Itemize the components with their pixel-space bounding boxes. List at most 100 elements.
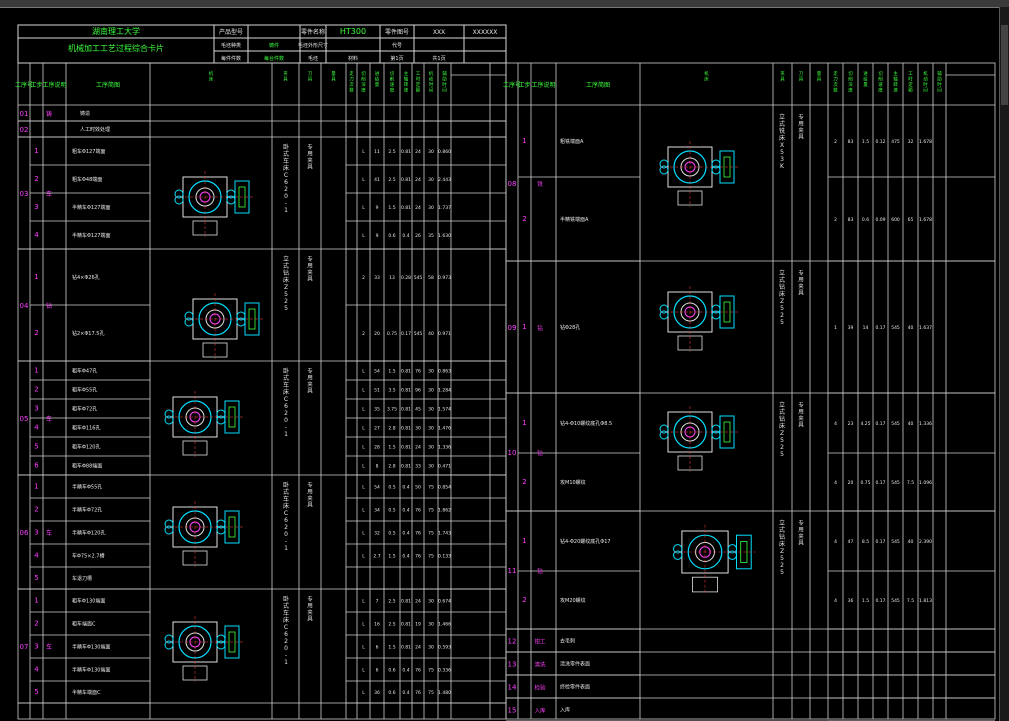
right-col-header: 刀具: [799, 71, 804, 83]
right-num-cell: 0.75: [860, 480, 870, 486]
left-num-cell: 1.5: [388, 554, 395, 560]
right-fixture: 专用夹具: [798, 269, 804, 297]
left-op-number: 06: [20, 529, 29, 537]
right-step-desc: 粗铣端面A: [560, 138, 584, 145]
right-num-cell: 7.5: [907, 598, 914, 604]
left-num-cell: 9: [376, 205, 379, 211]
right-col-header: 工序简图: [586, 81, 610, 89]
left-num-cell: 27: [374, 426, 380, 432]
left-step-desc: 车退刀槽: [72, 575, 92, 582]
left-step-number: 1: [34, 483, 38, 491]
blank-value: 铸件: [269, 42, 279, 49]
left-num-cell: 2.443: [438, 177, 451, 183]
product-model-label: 产品型号: [219, 28, 243, 36]
right-num-cell: 0.17: [875, 598, 885, 604]
right-step-number: 2: [522, 478, 526, 486]
scrollbar-thumb[interactable]: [1001, 25, 1008, 105]
right-num-cell: 0.17: [875, 421, 885, 427]
left-num-cell: L: [362, 233, 365, 239]
window-top-bar: [0, 0, 1009, 8]
left-op-number: 05: [20, 415, 29, 423]
left-col-header: 工时定额: [416, 71, 421, 94]
right-num-cell: 0.12: [875, 139, 885, 145]
material-label: 材料: [348, 55, 358, 62]
part-sketch: [184, 293, 263, 359]
part-sketch: [164, 616, 243, 682]
right-step-desc: 入库: [560, 707, 570, 714]
right-num-cell: 4: [834, 598, 837, 604]
left-num-cell: L: [362, 508, 365, 514]
left-num-cell: 16: [374, 622, 380, 628]
right-num-cell: 1.5: [862, 598, 869, 604]
right-step-desc: 去毛刺: [560, 638, 575, 645]
part-sketch: [659, 286, 738, 352]
left-num-cell: 13: [389, 275, 395, 281]
right-col-header: 机动时间: [923, 70, 928, 94]
right-col-header: 机床: [704, 70, 709, 83]
left-op-tag: 铸: [46, 110, 52, 118]
left-num-cell: 6: [376, 668, 379, 674]
left-col-header: 机床: [209, 70, 214, 83]
right-col-header: 工时定额: [908, 71, 913, 94]
left-step-number: 3: [34, 203, 38, 211]
left-num-cell: 2.7: [373, 554, 380, 560]
per-label: 每件件数: [221, 55, 241, 62]
right-op-number: 14: [508, 684, 517, 692]
part-sketch: [174, 171, 253, 237]
right-num-cell: 1.096: [919, 480, 932, 486]
left-num-cell: 30: [428, 426, 434, 432]
cad-drawing-canvas[interactable]: 湖南理工大学 机械加工工艺过程综合卡片 产品型号 零件名称 HT300 零件图号…: [0, 7, 1000, 721]
left-step-number: 1: [34, 367, 38, 375]
left-step-desc: 车Φ75×2.7槽: [72, 553, 104, 560]
left-op-number: 02: [20, 126, 29, 134]
left-step-desc: 人工时效处理: [80, 126, 110, 133]
left-num-cell: 0.6: [388, 233, 395, 239]
part-name-label: 零件名称: [301, 28, 325, 36]
left-num-cell: 1.5: [388, 445, 395, 451]
left-num-cell: 2.5: [388, 177, 395, 183]
left-step-desc: 铸造: [80, 110, 90, 117]
right-col-header: 切削深度: [848, 70, 853, 94]
left-step-number: 6: [34, 462, 39, 470]
left-num-cell: 35: [428, 233, 434, 239]
left-num-cell: 76: [415, 369, 421, 375]
left-num-cell: 30: [428, 645, 434, 651]
right-num-cell: 0.09: [875, 217, 885, 223]
right-col-header: 量具: [817, 70, 822, 83]
left-num-cell: 51: [374, 388, 380, 394]
left-num-cell: 75: [428, 554, 434, 560]
right-num-cell: 65: [908, 217, 914, 223]
right-fixture: 专用夹具: [798, 113, 804, 141]
left-step-number: 2: [34, 506, 38, 514]
left-num-cell: 76: [415, 690, 421, 696]
right-op-number: 09: [508, 324, 517, 332]
right-num-cell: 1.678: [919, 139, 932, 145]
left-num-cell: L: [362, 205, 365, 211]
left-num-cell: L: [362, 407, 365, 413]
left-step-number: 5: [34, 443, 38, 451]
xxx-1: XXX: [433, 29, 445, 36]
right-num-cell: 20: [848, 480, 854, 486]
left-num-cell: 75: [428, 668, 434, 674]
vertical-scrollbar[interactable]: [999, 7, 1009, 721]
left-num-cell: 2.5: [388, 599, 395, 605]
left-num-cell: 0.81: [401, 388, 411, 394]
left-num-cell: L: [362, 645, 365, 651]
right-num-cell: 40: [908, 539, 914, 545]
right-step-desc: 清洗零件表面: [560, 661, 590, 668]
left-num-cell: 19: [415, 622, 421, 628]
right-fixture: 专用夹具: [798, 401, 804, 429]
unit-value: 共1页: [432, 55, 445, 62]
left-num-cell: 24: [415, 445, 421, 451]
part-sketch: [673, 524, 756, 594]
right-num-cell: 1.678: [919, 217, 932, 223]
left-step-desc: 粗车Φ88端面: [72, 463, 102, 470]
left-num-cell: 24: [415, 645, 421, 651]
right-num-cell: 36: [848, 598, 854, 604]
left-num-cell: 1.743: [438, 531, 451, 537]
part-sketch: [164, 501, 243, 567]
right-num-cell: 40: [908, 421, 914, 427]
left-step-number: 2: [34, 386, 38, 394]
left-num-cell: 0.81: [401, 445, 411, 451]
left-num-cell: 2.5: [388, 149, 395, 155]
